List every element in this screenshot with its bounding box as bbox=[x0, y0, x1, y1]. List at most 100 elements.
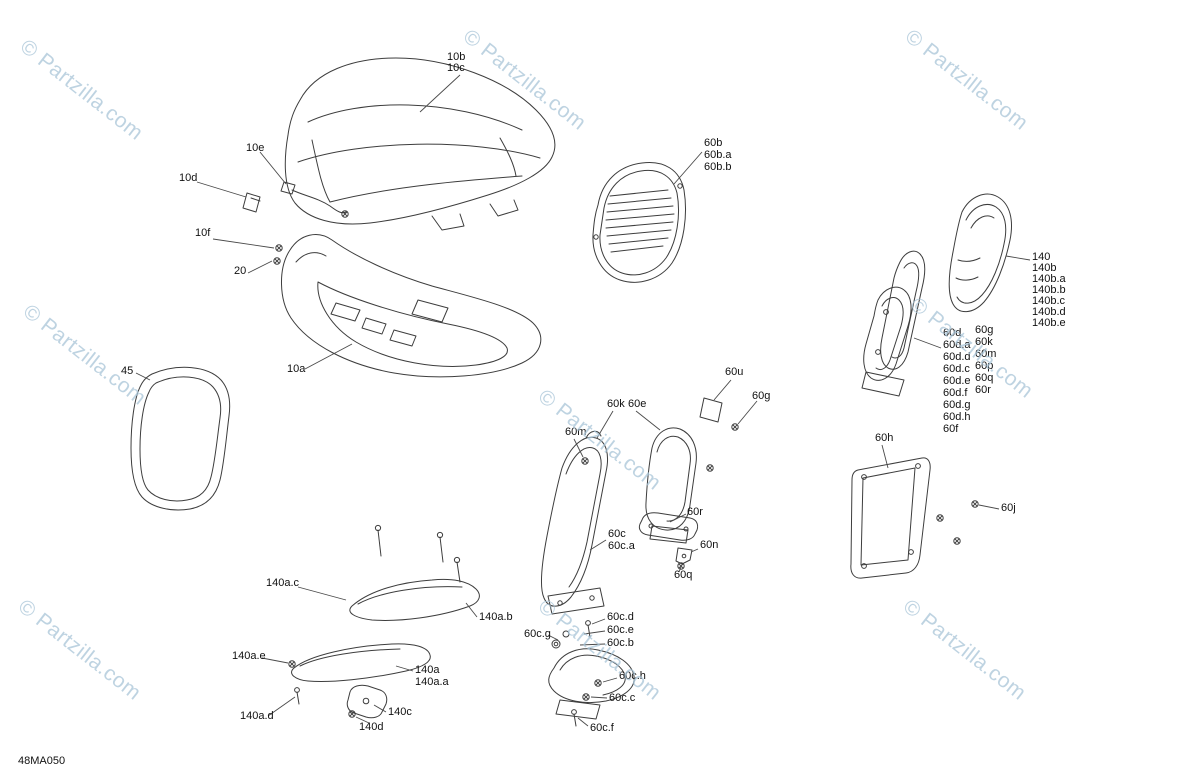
seat-base-art bbox=[281, 234, 542, 378]
part-label-140b-c[interactable]: 140b.c bbox=[1032, 295, 1066, 307]
part-label-10e[interactable]: 10e bbox=[246, 142, 265, 154]
leader-line-60c-g bbox=[547, 634, 559, 641]
leader-line-140a-b bbox=[465, 602, 478, 618]
part-label-140a-b[interactable]: 140a.b bbox=[479, 611, 513, 623]
part-label-60c-e[interactable]: 60c.e bbox=[607, 624, 634, 636]
part-label-140a-d[interactable]: 140a.d bbox=[240, 710, 274, 722]
part-label-60d[interactable]: 60d bbox=[943, 327, 962, 339]
part-label-60g[interactable]: 60g bbox=[752, 390, 771, 402]
part-label-60f[interactable]: 60f bbox=[943, 423, 959, 435]
part-label-60b-b[interactable]: 60b.b bbox=[704, 161, 732, 173]
part-label-60d-e[interactable]: 60d.e bbox=[943, 375, 971, 387]
part-label-60e[interactable]: 60e bbox=[628, 398, 647, 410]
leader-line-10a bbox=[304, 343, 353, 370]
part-label-60k[interactable]: 60k bbox=[975, 336, 993, 348]
leader-line-60q bbox=[678, 566, 682, 573]
part-label-140b[interactable]: 140b bbox=[1032, 262, 1057, 274]
part-label-140a[interactable]: 140a bbox=[415, 664, 440, 676]
part-label-60g[interactable]: 60g bbox=[975, 324, 994, 336]
part-label-20[interactable]: 20 bbox=[234, 265, 247, 277]
part-label-60r[interactable]: 60r bbox=[687, 506, 703, 518]
part-label-60d-f[interactable]: 60d.f bbox=[943, 387, 968, 399]
part-label-10b[interactable]: 10b bbox=[447, 51, 466, 63]
part-label-60p[interactable]: 60p bbox=[975, 360, 994, 372]
part-label-140b-b[interactable]: 140b.b bbox=[1032, 284, 1066, 296]
part-label-60d-d[interactable]: 60d.d bbox=[943, 351, 971, 363]
part-label-60c-a[interactable]: 60c.a bbox=[608, 540, 635, 552]
leader-line-60m bbox=[573, 438, 584, 458]
side-panel-60b-art bbox=[592, 161, 686, 283]
part-label-60c-d[interactable]: 60c.d bbox=[607, 611, 634, 623]
leader-line-10f bbox=[212, 238, 275, 249]
rail-140ac-art bbox=[349, 524, 480, 621]
part-label-140[interactable]: 140 bbox=[1032, 251, 1051, 263]
part-label-60d-g[interactable]: 60d.g bbox=[943, 399, 971, 411]
leader-line-140a bbox=[395, 665, 414, 672]
part-label-60u[interactable]: 60u bbox=[725, 366, 744, 378]
seat-cover-art bbox=[284, 57, 556, 231]
leader-line-60b bbox=[673, 151, 703, 185]
leader-line-60c-h bbox=[602, 677, 618, 683]
part-label-60q[interactable]: 60q bbox=[975, 372, 994, 384]
leader-line-45 bbox=[135, 372, 151, 381]
part-label-60c-b[interactable]: 60c.b bbox=[607, 637, 634, 649]
leader-line-140a-d bbox=[267, 696, 296, 717]
bar-60r-art bbox=[638, 512, 699, 570]
part-label-45[interactable]: 45 bbox=[121, 365, 134, 377]
bracket-60c-lower-art bbox=[548, 620, 635, 727]
part-label-10c[interactable]: 10c bbox=[447, 62, 465, 74]
part-label-60r[interactable]: 60r bbox=[975, 384, 991, 396]
leader-line-60c-d bbox=[591, 618, 606, 625]
part-label-60m[interactable]: 60m bbox=[565, 426, 587, 438]
panel-60h-art bbox=[850, 457, 979, 579]
part-label-140a-a[interactable]: 140a.a bbox=[415, 676, 449, 688]
part-label-140b-a[interactable]: 140b.a bbox=[1032, 273, 1066, 285]
leader-line-140 bbox=[1005, 255, 1031, 261]
part-label-60c-f[interactable]: 60c.f bbox=[590, 722, 614, 734]
part-label-60d-a[interactable]: 60d.a bbox=[943, 339, 971, 351]
leader-line-60c-e bbox=[583, 630, 606, 635]
leader-line-60c-f bbox=[577, 717, 589, 727]
leader-line-140a-c bbox=[297, 586, 347, 601]
leader-line-60n bbox=[690, 548, 699, 553]
leader-line-60g bbox=[737, 400, 758, 425]
part-label-140b-e[interactable]: 140b.e bbox=[1032, 317, 1066, 329]
part-label-60c-c[interactable]: 60c.c bbox=[609, 692, 636, 704]
leader-line-60d bbox=[913, 337, 942, 349]
part-label-140a-e[interactable]: 140a.e bbox=[232, 650, 266, 662]
leader-line-60r bbox=[669, 513, 687, 523]
part-label-10d[interactable]: 10d bbox=[179, 172, 198, 184]
bracket-60c-art bbox=[540, 430, 609, 615]
part-label-140b-d[interactable]: 140b.d bbox=[1032, 306, 1066, 318]
part-label-60c[interactable]: 60c bbox=[608, 528, 626, 540]
part-label-60h[interactable]: 60h bbox=[875, 432, 894, 444]
leader-line-60e bbox=[635, 410, 661, 431]
leader-line-60k bbox=[596, 410, 614, 439]
part-label-60d-c[interactable]: 60d.c bbox=[943, 363, 970, 375]
part-label-140d[interactable]: 140d bbox=[359, 721, 384, 733]
bracket-60d-art bbox=[861, 286, 912, 397]
leader-line-60u bbox=[713, 379, 732, 401]
part-label-10f[interactable]: 10f bbox=[195, 227, 211, 239]
part-label-60q[interactable]: 60q bbox=[674, 569, 693, 581]
leader-line-60c bbox=[589, 539, 607, 551]
part-label-60c-g[interactable]: 60c.g bbox=[524, 628, 551, 640]
part-label-60c-h[interactable]: 60c.h bbox=[619, 670, 646, 682]
part-label-60n[interactable]: 60n bbox=[700, 539, 719, 551]
part-label-60b[interactable]: 60b bbox=[704, 137, 723, 149]
part-label-10a[interactable]: 10a bbox=[287, 363, 306, 375]
leader-line-10e bbox=[259, 151, 287, 185]
part-label-60d-h[interactable]: 60d.h bbox=[943, 411, 971, 423]
part-label-60b-a[interactable]: 60b.a bbox=[704, 149, 732, 161]
part-label-60k[interactable]: 60k bbox=[607, 398, 625, 410]
part-label-140a-c[interactable]: 140a.c bbox=[266, 577, 300, 589]
part-label-140c[interactable]: 140c bbox=[388, 706, 412, 718]
rail-140a-art bbox=[288, 643, 431, 719]
part-label-60m[interactable]: 60m bbox=[975, 348, 997, 360]
leader-line-60c-c bbox=[590, 696, 608, 699]
seat-hardware-art bbox=[242, 181, 349, 265]
part-label-60j[interactable]: 60j bbox=[1001, 502, 1016, 514]
